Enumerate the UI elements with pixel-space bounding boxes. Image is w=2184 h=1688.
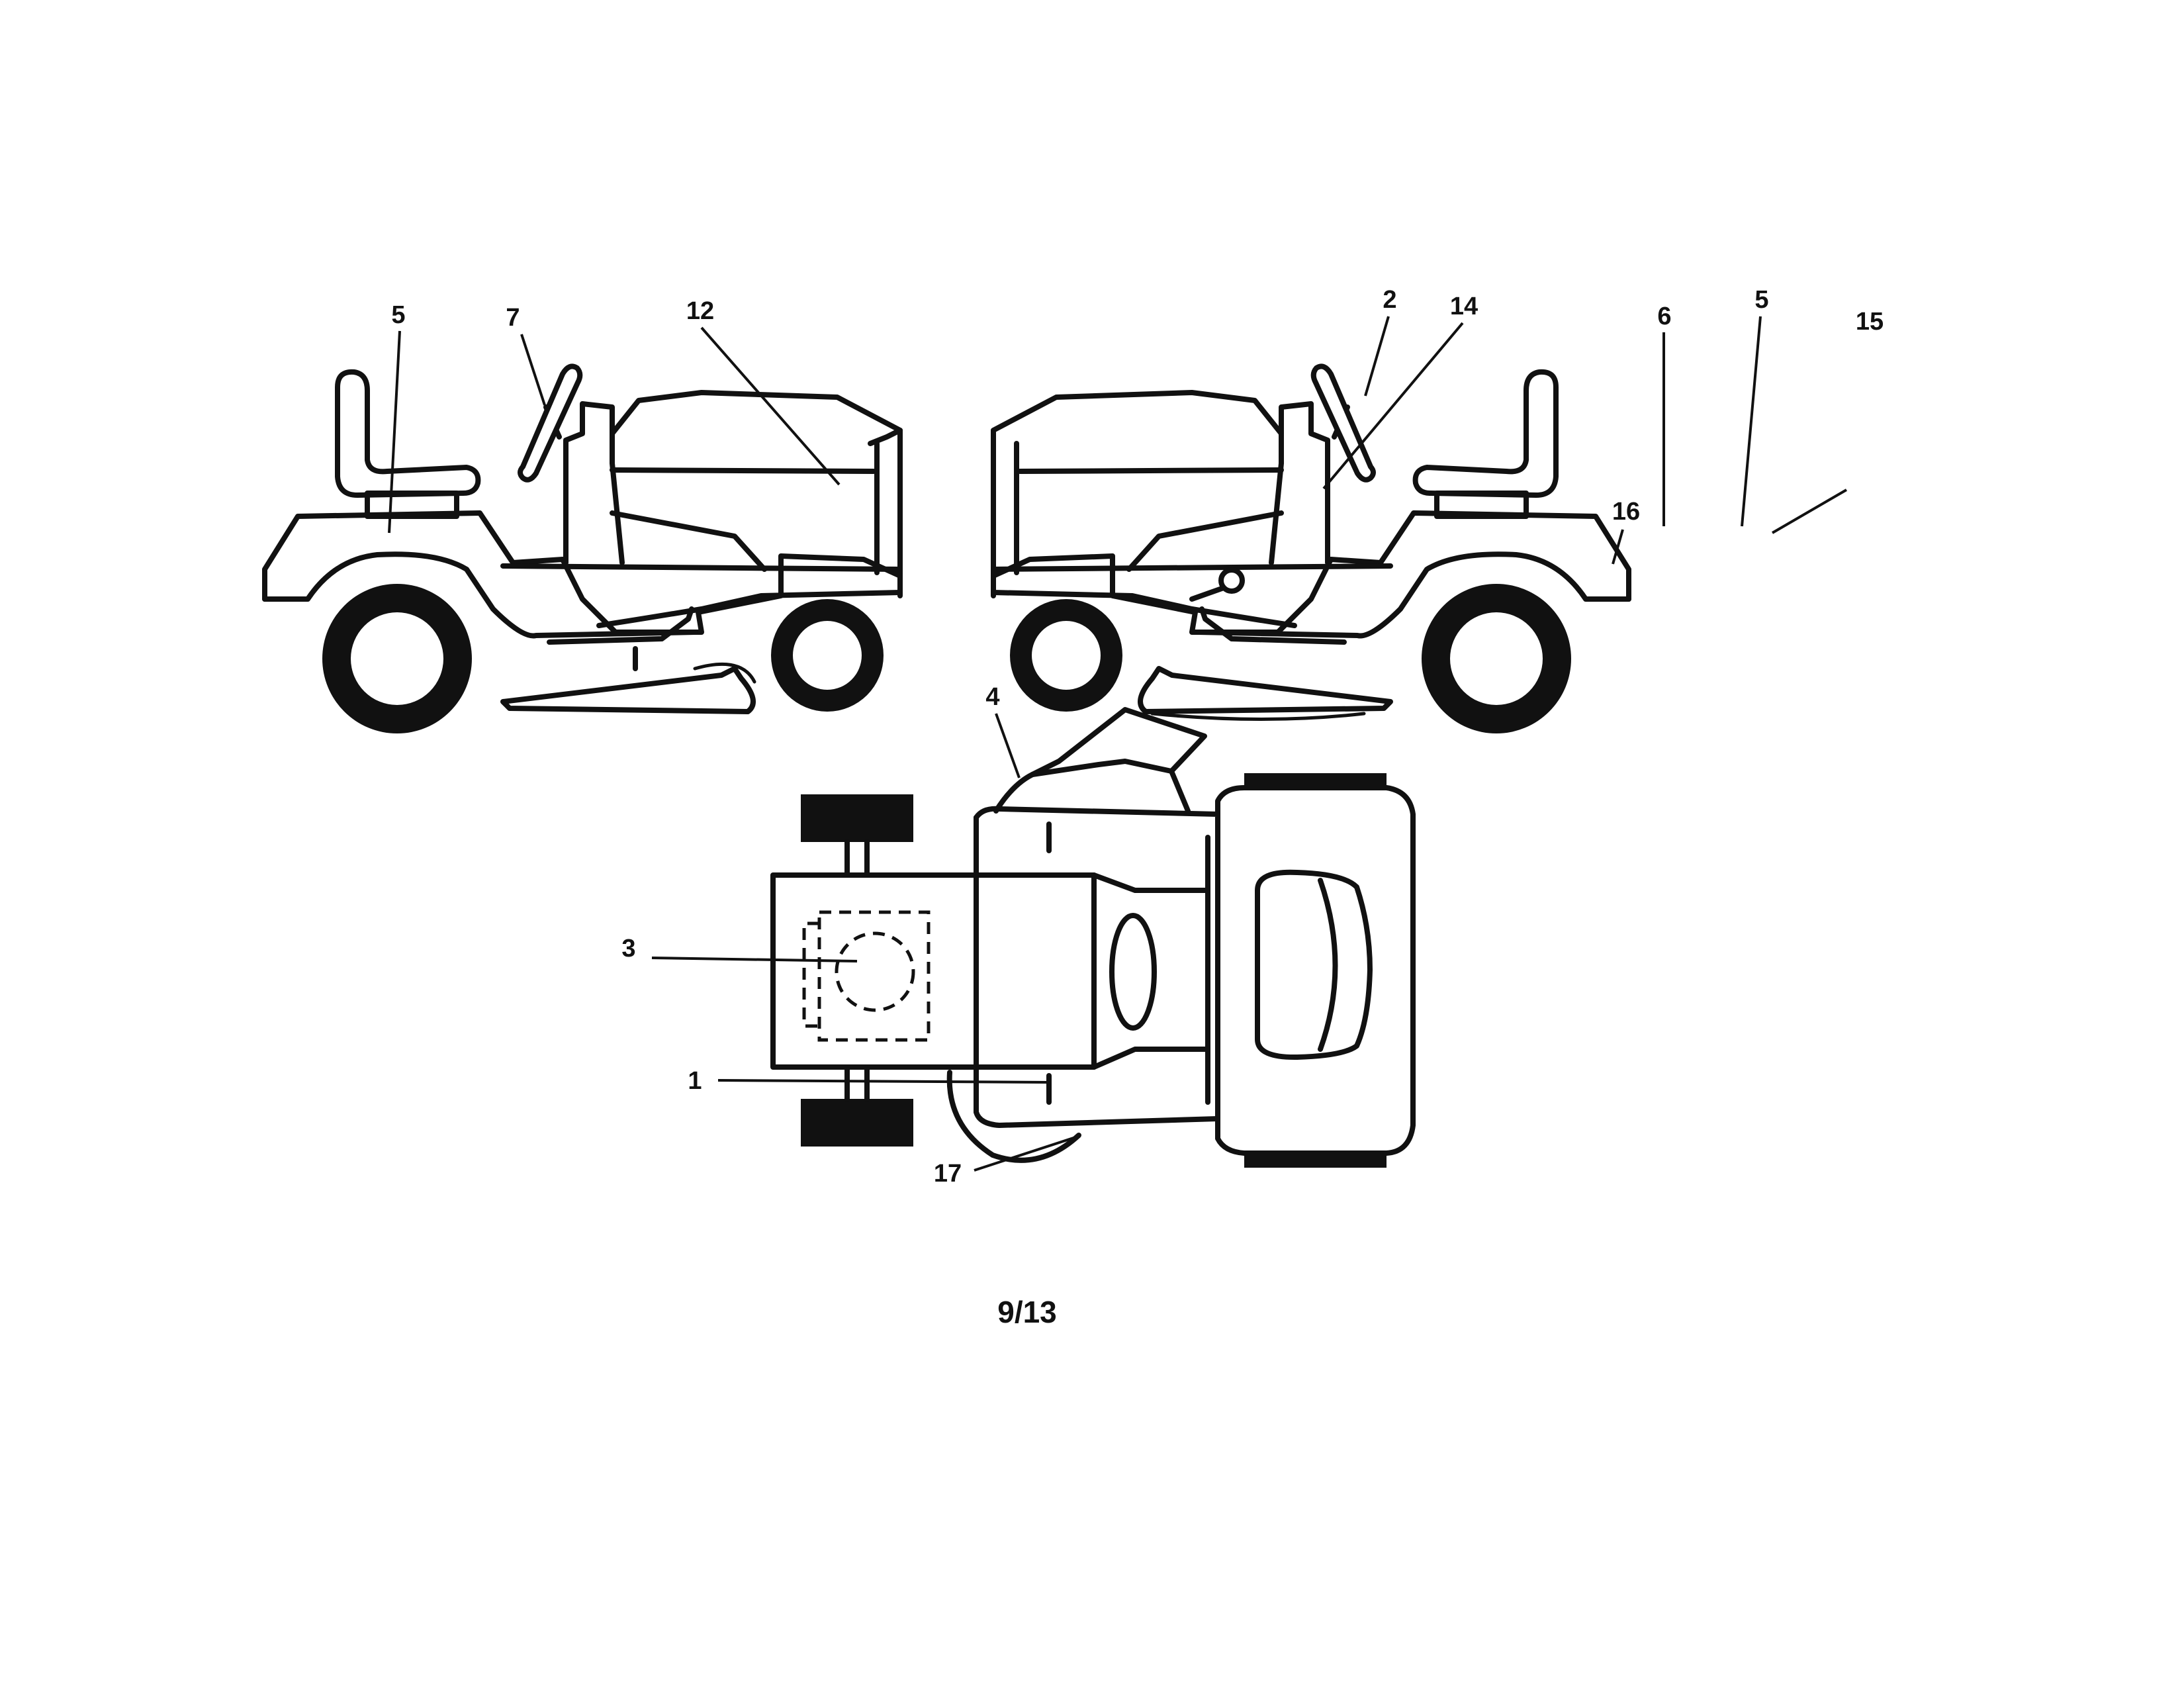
callout-12: 12 [686,297,841,486]
svg-text:1: 1 [688,1067,702,1095]
seat [335,369,481,498]
svg-text:6: 6 [1657,303,1671,330]
callout-4: 4 [985,683,1021,778]
svg-text:5: 5 [1754,286,1768,314]
tractor-left-side-view: 5 7 12 [262,297,903,733]
callout-2: 2 [1364,286,1397,397]
tractor-right-side-view: 2 14 6 5 15 16 [991,286,1884,733]
hood [610,390,903,575]
callout-3: 3 [621,935,858,962]
svg-text:16: 16 [1612,498,1640,526]
mower-deck [500,666,756,714]
svg-text:5: 5 [391,301,405,329]
rear-fender-inner [262,551,698,639]
foot-rest [547,606,694,645]
rear-tire-bottom [1244,1153,1387,1168]
callout-15: 15 [1771,308,1884,534]
rear-wheel-hub [351,612,443,705]
frame [500,563,903,628]
body-center [974,806,1220,1128]
tractor-top-view: 4 3 1 17 [621,683,1416,1188]
rear-body-top [1215,785,1416,1156]
svg-text:3: 3 [621,935,635,962]
svg-text:2: 2 [1383,286,1396,314]
svg-text:17: 17 [934,1160,962,1188]
hood-top-view [770,872,1097,1070]
callout-5-left: 5 [388,301,406,534]
svg-text:14: 14 [1450,293,1478,320]
callout-5-right: 5 [1741,286,1769,527]
steering-wheel [518,363,583,483]
callout-6: 6 [1657,303,1672,526]
steering-wheel-top [1109,913,1157,1031]
callout-16: 16 [1612,498,1640,565]
discharge-chute [993,707,1207,814]
deck-side-curve [946,1070,1081,1163]
grille [868,428,903,446]
svg-text:7: 7 [506,304,520,332]
rear-tire-top [1244,773,1387,788]
svg-text:4: 4 [985,683,999,711]
hood-side [610,510,767,572]
hood-top [610,467,876,474]
seat-top [1255,869,1373,1060]
front-tire-top [801,794,913,842]
deck-belt [693,662,756,684]
callout-7: 7 [506,304,546,406]
decal-circle [835,931,915,1012]
dash-tower [563,401,625,565]
svg-text:12: 12 [686,297,714,325]
svg-text:15: 15 [1856,308,1884,336]
callout-17: 17 [934,1136,1076,1188]
page-number: 9/13 [997,1295,1057,1329]
callout-1: 1 [688,1067,1050,1095]
callout-14: 14 [1322,293,1478,490]
front-tire-bottom [801,1099,913,1147]
front-wheel-hub [793,621,862,690]
